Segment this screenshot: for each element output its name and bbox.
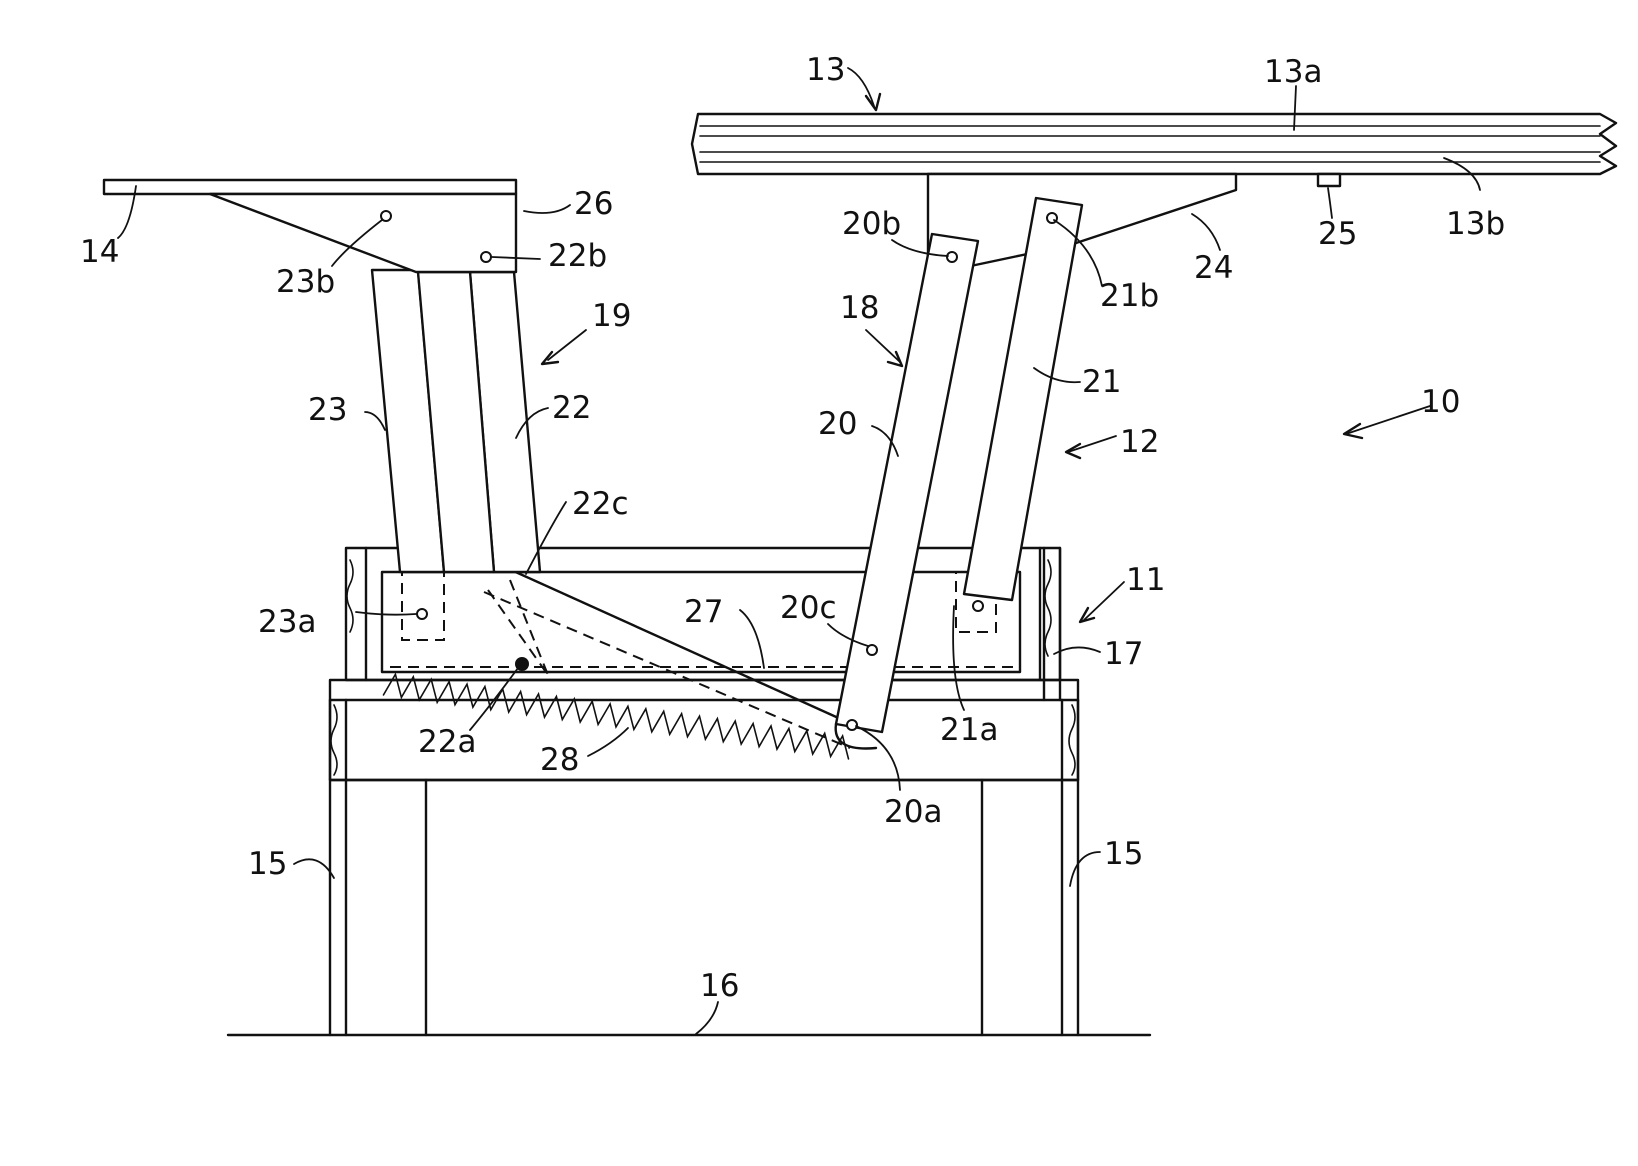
label-19: 19 [592,298,631,334]
label-20c: 20c [780,590,837,626]
label-14: 14 [80,234,119,270]
pin-23a [416,608,428,620]
right-tabletop-13 [690,112,1618,277]
arm-21 [962,196,1084,602]
label-15-right: 15 [1104,836,1143,872]
label-13: 13 [806,52,845,88]
label-22b: 22b [548,238,607,274]
leader-lines [117,67,1481,1035]
label-27: 27 [684,594,723,630]
label-13a: 13a [1264,54,1322,90]
label-21b: 21b [1100,278,1159,314]
label-25: 25 [1318,216,1357,252]
label-13b: 13b [1446,206,1505,242]
pin-23b [380,210,392,222]
pin-22b [480,251,492,263]
label-22c: 22c [572,486,629,522]
label-22a: 22a [418,724,476,760]
label-22: 22 [552,390,591,426]
label-17: 17 [1104,636,1143,672]
lift-mechanism-18 [416,196,1084,750]
label-20a: 20a [884,794,942,830]
housing [344,546,1062,702]
pin-20b [946,251,958,263]
label-28: 28 [540,742,579,778]
label-11: 11 [1126,562,1165,598]
label-23a: 23a [258,604,316,640]
pin-20c [866,644,878,656]
label-21a: 21a [940,712,998,748]
left-tabletop [102,178,518,274]
label-12: 12 [1120,424,1159,460]
strut-27 [483,563,867,749]
label-15-left: 15 [248,846,287,882]
lift-mechanism-19 [370,268,542,574]
label-16: 16 [700,968,739,1004]
label-10: 10 [1421,384,1460,420]
label-23: 23 [308,392,347,428]
label-18: 18 [840,290,879,326]
pin-21a [972,600,984,612]
label-20b: 20b [842,206,901,242]
label-21: 21 [1082,364,1121,400]
pin-20a [846,719,858,731]
label-24: 24 [1194,250,1233,286]
reference-labels: 10 11 12 13 13a 13b 14 15 15 16 17 18 19… [80,52,1505,1004]
label-23b: 23b [276,264,335,300]
arm-20 [834,232,980,734]
label-26: 26 [574,186,613,222]
label-20: 20 [818,406,857,442]
